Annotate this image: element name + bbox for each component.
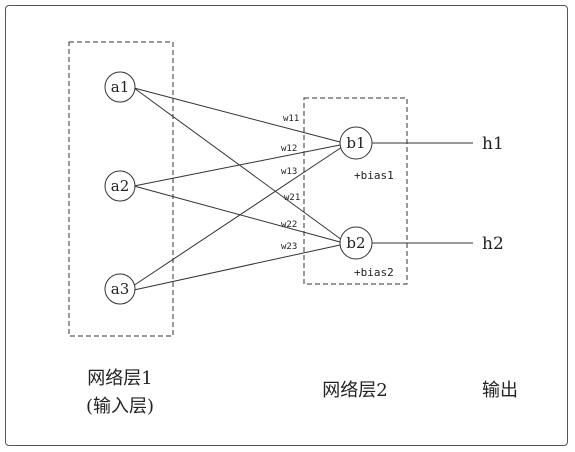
edge-a3-b2 [133, 244, 341, 291]
node-a3 [104, 273, 136, 305]
node-a1 [104, 71, 136, 103]
bias-label-1: +bias1 [354, 169, 394, 182]
node-b1-label: b1 [346, 134, 365, 152]
weight-label-w22: w22 [281, 220, 297, 230]
layer1-caption-line1: 网络层1 [87, 368, 153, 389]
bias-label-2: +bias2 [354, 266, 394, 279]
weight-label-w12: w12 [281, 144, 297, 154]
layer1-caption: 网络层1 (输入层) [70, 364, 170, 418]
weight-label-w11: w11 [283, 114, 299, 124]
output-h1-label: h1 [482, 134, 504, 154]
node-a1-label: a1 [111, 78, 130, 96]
node-a2-label: a2 [111, 177, 130, 195]
output-h2-label: h2 [482, 234, 504, 254]
weight-label-w13: w13 [281, 167, 297, 177]
layer2-caption: 网络层2 [322, 380, 388, 401]
layer1-caption-line2: (输入层) [85, 396, 155, 417]
weight-label-w21: w21 [284, 193, 300, 203]
node-b2-label: b2 [346, 234, 365, 252]
layer2-box [303, 97, 408, 285]
edge-a2-b1 [133, 144, 341, 187]
node-b2 [339, 226, 373, 260]
edge-a1-b2 [133, 87, 343, 241]
connections [132, 87, 473, 291]
node-b1 [339, 126, 373, 160]
node-a2 [104, 170, 136, 202]
edge-a1-b1 [133, 87, 341, 143]
layer1-box [68, 41, 174, 337]
edge-a3-b1 [132, 146, 343, 287]
edge-a2-b2 [133, 185, 341, 243]
diagram-frame [5, 5, 568, 446]
node-a3-label: a3 [111, 280, 130, 298]
weight-label-w23: w23 [281, 242, 297, 252]
output-caption: 输出 [482, 380, 518, 401]
